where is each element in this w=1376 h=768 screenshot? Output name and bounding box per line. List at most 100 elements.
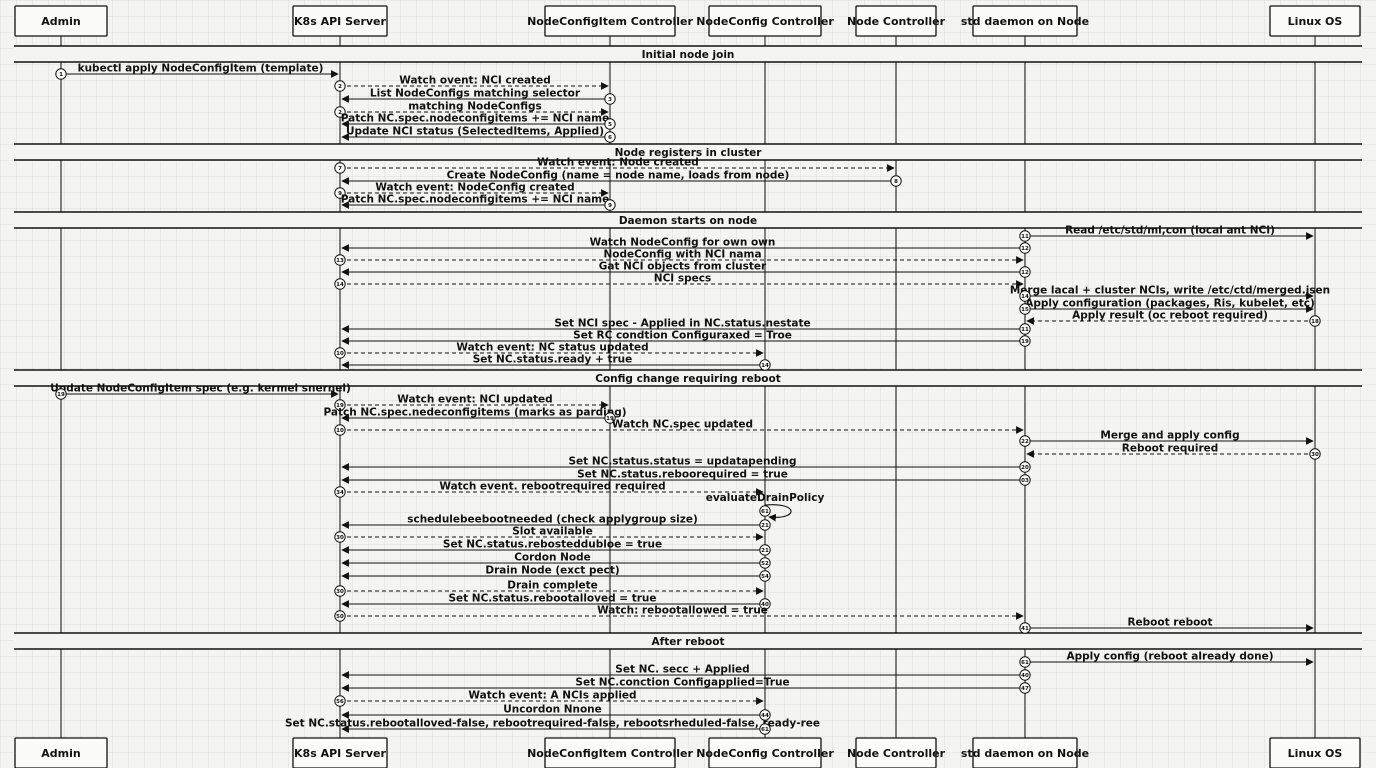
step-number: 40 <box>1021 673 1029 679</box>
step-number: 30 <box>336 589 344 595</box>
step-number: 3 <box>608 97 612 103</box>
step-number: 10 <box>336 351 344 357</box>
step-number: 2 <box>338 110 342 116</box>
message-label: Set NC. secc + Applied <box>615 664 749 676</box>
message-label: Gat NCI objects from cluster <box>599 261 767 273</box>
step-badge: 19 <box>334 399 346 411</box>
message-label: Drain Node (exct pect) <box>485 565 619 577</box>
participant-os-bottom: Linux OS <box>1269 737 1361 768</box>
step-badge: 19 <box>604 412 616 424</box>
message-label: Set NC.status.rebootalloved = true <box>448 593 656 605</box>
step-badge: 2 <box>334 106 346 118</box>
message-label: Patch NC.spec.nodeconfigitems += NCI nam… <box>341 113 610 125</box>
step-badge: 14 <box>759 359 771 371</box>
message-label: Watch event. rebootrequired required <box>439 481 665 493</box>
step-badge: 61 <box>1019 656 1031 668</box>
participant-label: Linux OS <box>1288 15 1343 28</box>
message-label: NodeConfig with NCI nama <box>603 249 761 261</box>
step-number: 14 <box>1021 294 1029 300</box>
message-label: Set NC.conction Configapplied=True <box>575 677 789 689</box>
step-number: 30 <box>1311 452 1319 458</box>
step-badge: 5 <box>604 118 616 130</box>
phase-label: After reboot <box>652 636 725 648</box>
phase-divider: Node registers in cluster <box>14 143 1362 161</box>
step-badge: 54 <box>759 570 771 582</box>
step-badge: 2 <box>334 80 346 92</box>
step-number: 8 <box>894 179 898 185</box>
participant-os-top: Linux OS <box>1269 5 1361 37</box>
step-number: 12 <box>1021 270 1029 276</box>
step-badge: 40 <box>1019 669 1031 681</box>
step-number: 44 <box>761 713 769 719</box>
message-label: Set NC.status.rebosteddubloe = true <box>443 539 662 551</box>
step-badge: 21 <box>759 519 771 531</box>
step-number: 54 <box>761 574 769 580</box>
message-label: Merge lacal + cluster NCIs, write /etc/c… <box>1010 285 1330 297</box>
step-number: 15 <box>1021 307 1029 313</box>
message-label: Watch event: NCI updated <box>397 394 552 406</box>
step-badge: 03 <box>1019 474 1031 486</box>
step-number: 6 <box>608 135 612 141</box>
participant-daemon-top: std daemon on Node <box>961 5 1089 37</box>
message: Merge lacal + cluster NCIs, write /etc/c… <box>1010 285 1330 302</box>
message: schedulebeebootneeded (check applygroup … <box>341 514 771 531</box>
message-label: Patch NC.spec.nedeconfigitems (marks as … <box>323 407 626 419</box>
message: Update NCI status (SelectedItems, Applie… <box>341 126 616 143</box>
message-label: Watch: rebootallowed = true <box>597 605 768 617</box>
phase-divider: Config change requiring reboot <box>14 369 1362 387</box>
participant-node-top: Node Controller <box>847 5 946 37</box>
step-badge: 7 <box>334 162 346 174</box>
message-label: Watch NC.spec updated <box>612 419 753 431</box>
step-number: 30 <box>336 535 344 541</box>
step-badge: 9 <box>334 187 346 199</box>
step-badge: 14 <box>334 278 346 290</box>
participant-label: NodeConfig Controller <box>696 15 834 28</box>
step-badge: 6 <box>604 131 616 143</box>
phase-label: Config change requiring reboot <box>595 373 780 385</box>
step-number: 11 <box>1021 327 1029 333</box>
message: Set NC.status.rebootalloved-false, reboo… <box>285 718 820 735</box>
step-badge: 8 <box>890 175 902 187</box>
participant-label: K8s API Server <box>294 15 386 28</box>
message-label: Drain complete <box>507 580 597 592</box>
step-number: 9 <box>608 203 612 209</box>
message: Patch NC.spec.nodeconfigitems += NCI nam… <box>341 113 616 130</box>
message-label: Set NC.status.ready + true <box>473 354 633 366</box>
participant-daemon-bottom: std daemon on Node <box>961 737 1089 768</box>
step-badge: 30 <box>1309 448 1321 460</box>
message-label: Update NodeConfigItem spec (e.g. kermel … <box>50 383 351 395</box>
step-badge: 11 <box>1019 323 1031 335</box>
step-number: 18 <box>1311 319 1319 325</box>
participant-api-top: K8s API Server <box>292 5 388 37</box>
phase-label: Daemon starts on node <box>619 215 757 227</box>
participant-nc-bottom: NodeConfig Controller <box>696 737 834 768</box>
step-number: 19 <box>57 392 65 398</box>
phase-label: Initial node join <box>642 49 735 61</box>
message: Patch NC.spec.nedeconfigitems (marks as … <box>323 407 627 424</box>
step-badge: 1 <box>55 68 67 80</box>
message: Drain Node (exct pect) 54 <box>341 565 771 582</box>
message-label: Set RC condtion Configuraxed = Troe <box>573 330 792 342</box>
message-label: Cordon Node <box>514 552 591 564</box>
step-badge: 44 <box>759 709 771 721</box>
step-badge: 19 <box>55 388 67 400</box>
message: Drain complete 30 <box>334 580 764 597</box>
step-number: 47 <box>1021 686 1029 692</box>
message-label: Create NodeConfig (name = node name, loa… <box>447 170 790 182</box>
participant-admin-bottom: Admin <box>14 737 108 768</box>
message-label: Watch event: NC status updated <box>456 342 648 354</box>
phase-label: Node registers in cluster <box>615 147 763 159</box>
step-number: 61 <box>1021 660 1029 666</box>
step-number: 14 <box>336 282 344 288</box>
step-number: 19 <box>1021 339 1029 345</box>
step-number: 14 <box>761 363 769 369</box>
